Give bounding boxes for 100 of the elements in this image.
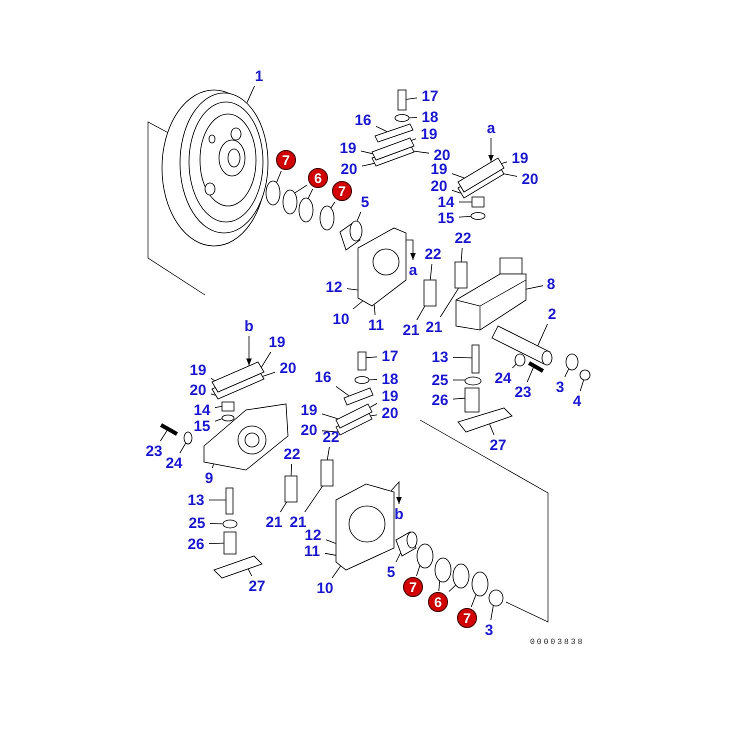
seal-ring bbox=[282, 190, 298, 214]
spacer bbox=[224, 532, 236, 554]
o-ring bbox=[320, 206, 334, 230]
callout-number: 7 bbox=[457, 608, 477, 628]
seal-ring bbox=[452, 564, 470, 588]
leader-line bbox=[332, 566, 341, 578]
leader-line bbox=[322, 430, 339, 432]
callout-number: 21 bbox=[262, 513, 286, 531]
callout-number: 19 bbox=[336, 139, 360, 157]
leader-line bbox=[458, 216, 472, 218]
arrow bbox=[406, 240, 416, 260]
leader-line bbox=[366, 356, 378, 358]
leader-line bbox=[214, 418, 222, 422]
washer bbox=[514, 354, 526, 366]
leader-line bbox=[452, 398, 466, 400]
leader-line bbox=[330, 202, 336, 208]
leader-line bbox=[416, 306, 425, 320]
leader-line bbox=[276, 170, 282, 183]
shim-plate bbox=[211, 362, 265, 392]
callout-number: 27 bbox=[245, 577, 269, 595]
callout-number: 7 bbox=[332, 181, 352, 201]
callout-number: 14 bbox=[190, 401, 214, 419]
leader-line bbox=[336, 386, 350, 396]
leader-line bbox=[460, 248, 463, 262]
washer bbox=[464, 376, 482, 386]
callout-number: 16 bbox=[311, 368, 335, 386]
callout-number: 26 bbox=[184, 535, 208, 553]
callout-number: 20 bbox=[427, 177, 451, 195]
leader-line bbox=[411, 138, 416, 141]
leader-line bbox=[290, 464, 292, 476]
washer bbox=[222, 414, 234, 422]
callout-number: 13 bbox=[428, 348, 452, 366]
leader-line bbox=[490, 605, 494, 620]
callout-number: 22 bbox=[421, 245, 445, 263]
leader-line bbox=[406, 98, 418, 100]
callout-number: 26 bbox=[428, 391, 452, 409]
leader-line bbox=[452, 173, 465, 178]
leader-line bbox=[452, 190, 462, 194]
bolt bbox=[358, 352, 366, 370]
leader-line bbox=[440, 288, 459, 318]
leader-line bbox=[322, 414, 338, 420]
callout-number: 18 bbox=[418, 108, 442, 126]
callout-number: 11 bbox=[300, 542, 324, 560]
leader-line bbox=[304, 486, 323, 512]
leader-line bbox=[326, 539, 336, 544]
leader-line bbox=[408, 117, 418, 118]
callout-number: 10 bbox=[329, 310, 353, 328]
callout-number: 5 bbox=[358, 193, 372, 211]
callout-number: 7 bbox=[276, 150, 296, 170]
callout-number: 19 bbox=[508, 149, 532, 167]
shim-plate bbox=[335, 403, 373, 429]
liner bbox=[284, 476, 298, 502]
callout-number: 3 bbox=[553, 378, 567, 396]
callout-number: 21 bbox=[422, 318, 446, 336]
callout-number: 19 bbox=[186, 361, 210, 379]
callout-number: 6 bbox=[428, 592, 448, 612]
bearing-bracket bbox=[358, 228, 406, 306]
leader-line bbox=[489, 424, 494, 436]
callout-number: 13 bbox=[184, 491, 208, 509]
leader-line bbox=[324, 552, 336, 556]
callout-number: 19 bbox=[297, 401, 321, 419]
leader-line bbox=[414, 150, 430, 154]
leader-line bbox=[210, 378, 215, 381]
leader-line bbox=[280, 502, 287, 512]
o-ring bbox=[416, 544, 434, 568]
callout-number: a bbox=[484, 119, 498, 137]
leader-line bbox=[416, 565, 420, 576]
callout-number: 20 bbox=[378, 404, 402, 422]
leader-line bbox=[352, 300, 364, 310]
arrow bbox=[246, 336, 252, 366]
leader-line bbox=[504, 174, 518, 177]
leader-line bbox=[294, 184, 308, 194]
callout-number: 1 bbox=[252, 67, 266, 85]
callout-number: 11 bbox=[364, 316, 388, 334]
o-ring bbox=[566, 354, 578, 370]
bolt bbox=[398, 90, 406, 110]
leader-line bbox=[438, 580, 440, 592]
callout-number: b bbox=[392, 505, 406, 523]
plate bbox=[374, 124, 414, 142]
leader-line bbox=[470, 594, 476, 608]
callout-number: 5 bbox=[384, 563, 398, 581]
callout-number: 15 bbox=[434, 209, 458, 227]
callout-number: 12 bbox=[322, 278, 346, 296]
leader-line bbox=[210, 523, 224, 524]
shaft bbox=[491, 325, 552, 366]
bushing bbox=[396, 531, 418, 557]
callout-number: 8 bbox=[544, 275, 558, 293]
callout-number: 22 bbox=[319, 428, 343, 446]
callout-number: 4 bbox=[570, 392, 584, 410]
callout-number: 2 bbox=[545, 305, 559, 323]
callout-number: 17 bbox=[378, 347, 402, 365]
leader-line bbox=[537, 324, 548, 346]
leader-line bbox=[326, 446, 330, 460]
seal-ring bbox=[434, 558, 452, 582]
o-ring bbox=[488, 590, 504, 606]
slide-block bbox=[456, 258, 526, 330]
leader-line bbox=[376, 126, 388, 132]
leader-line bbox=[261, 352, 272, 368]
leader-line bbox=[362, 162, 375, 166]
leader-line bbox=[501, 162, 508, 164]
